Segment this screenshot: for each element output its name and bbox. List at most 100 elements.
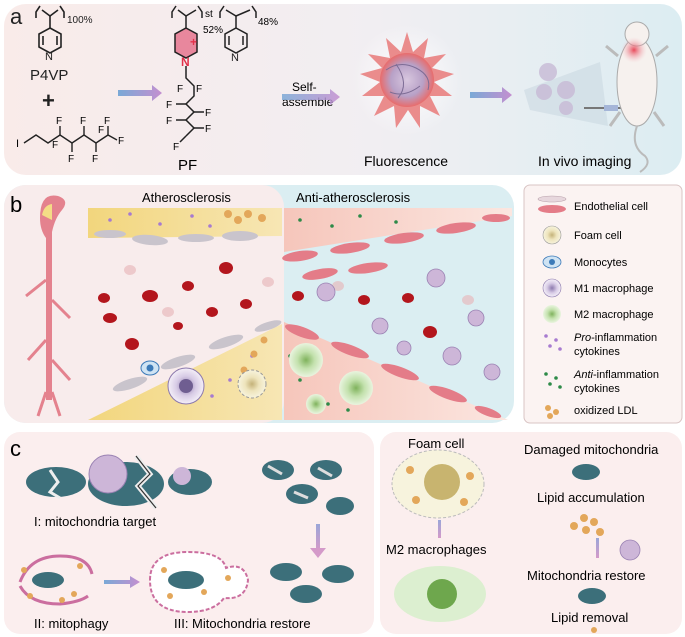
- plus-sign: +: [42, 88, 55, 113]
- fluorine-label: F: [68, 154, 74, 165]
- damaged-mito-label: Damaged mitochondria: [524, 442, 659, 457]
- healthy-mito-icon: [578, 588, 606, 604]
- endothelial-layer-top: [94, 214, 510, 280]
- fluorine-label: F: [104, 116, 110, 127]
- fluorescence-label: Fluorescence: [364, 153, 448, 169]
- lipid-droplets-icon: [570, 514, 604, 536]
- legend-background: [523, 184, 683, 424]
- panel-b-label: b: [10, 192, 22, 217]
- atherosclerosis-plaque-top: [88, 208, 282, 238]
- pf-52-label: 52%: [203, 25, 223, 36]
- p4vp-nitrogen: N: [45, 51, 53, 63]
- pf-48-label: 48%: [258, 17, 278, 28]
- p4vp-structure: [35, 5, 65, 54]
- panel-b: b Atherosclerosis Anti-atherosclerosis: [4, 185, 514, 423]
- endothelial-cell-icon: [537, 195, 567, 213]
- legend-anti-line2: cytokines: [574, 383, 620, 395]
- self-assemble-arrow: [282, 89, 340, 105]
- fluorine-label: F: [118, 136, 124, 147]
- panel-c-right: Foam cell M2 macrophages Damaged mitocho…: [380, 432, 682, 634]
- mito-restore-label: Mitochondria restore: [527, 568, 646, 583]
- monocyte-icon: [542, 255, 562, 269]
- legend-anti-line1: Anti-inflammation: [573, 369, 659, 381]
- pyridinium-nitrogen: N: [181, 55, 190, 69]
- m2-macrophage-icon: [543, 305, 561, 323]
- nanoparticle-small-icon: [619, 539, 641, 561]
- anti-atherosclerosis-label: Anti-atherosclerosis: [296, 190, 411, 205]
- fluorine-label: F: [166, 116, 172, 127]
- fluorescent-nanoparticle-icon: [351, 24, 463, 136]
- lipid-accumulation-label: Lipid accumulation: [537, 490, 645, 505]
- fluorine-label: F: [80, 116, 86, 127]
- red-blood-cells: [98, 262, 437, 350]
- pyridinium-ring: [174, 27, 198, 59]
- imaging-arrow: [470, 87, 512, 103]
- fluorine-label: F: [196, 84, 202, 95]
- m2-macrophages: [289, 343, 373, 414]
- atherosclerosis-label: Atherosclerosis: [142, 190, 231, 205]
- step2-label: II: mitophagy: [34, 616, 109, 631]
- fluorine-label: F: [205, 124, 211, 135]
- fluorine-label: F: [166, 100, 172, 111]
- step1-label: I: mitochondria target: [34, 514, 157, 529]
- legend-m2: M2 macrophage: [574, 309, 654, 321]
- foam-cell-large-icon: [391, 449, 485, 519]
- fluorine-label: F: [205, 108, 211, 119]
- aorta-icon: [25, 195, 72, 417]
- p4vp-name: P4VP: [30, 67, 68, 84]
- legend-endothelial: Endothelial cell: [574, 201, 648, 213]
- in-vivo-label: In vivo imaging: [538, 153, 631, 169]
- legend-pro-line2: cytokines: [574, 346, 620, 358]
- m1-macrophage-icon: [542, 278, 562, 298]
- pf-st-label: st: [205, 9, 213, 20]
- m2-macrophages-title: M2 macrophages: [386, 542, 487, 557]
- m1-macrophage: [167, 367, 205, 405]
- reaction-arrow-1: [118, 85, 162, 101]
- fluorine-label: F: [92, 154, 98, 165]
- fluorine-label: F: [56, 116, 62, 127]
- foam-cell-title: Foam cell: [408, 436, 464, 451]
- fluorine-label: F: [98, 125, 104, 136]
- p4vp-subscript: 100%: [67, 15, 93, 26]
- self-assemble-line1: Self-: [292, 80, 317, 94]
- panel-a: a N 100% P4VP + I F F F F F F F F: [4, 4, 682, 175]
- pf-name: PF: [178, 157, 197, 174]
- panel-a-background: [4, 4, 682, 175]
- endothelial-layer-bottom: [112, 320, 502, 419]
- mouse-icon: [605, 21, 669, 173]
- imaging-beam-icon: [524, 62, 624, 126]
- iodine-atom: I: [16, 138, 19, 150]
- pro-inflammation-cytokines-icon: [544, 334, 562, 351]
- nanoparticles-panel-b: [316, 268, 501, 381]
- legend-pro-line1: Pro-inflammation: [574, 332, 657, 344]
- pyridine-nitrogen: N: [231, 52, 239, 64]
- legend-monocytes: Monocytes: [574, 257, 628, 269]
- legend: Endothelial cell Foam cell Monocytes M1 …: [523, 184, 683, 424]
- panel-c-left: c I: mitochondria target II: mitophagy: [4, 432, 374, 634]
- legend-oxldl: oxidized LDL: [574, 405, 638, 417]
- fluorine-label: F: [173, 142, 179, 153]
- legend-m1: M1 macrophage: [574, 283, 654, 295]
- oxidized-ldl-icon: [545, 405, 559, 419]
- legend-foam: Foam cell: [574, 230, 622, 242]
- iodide-chain-structure: [23, 126, 118, 152]
- m2-macrophage-large-icon: [394, 566, 486, 622]
- lipid-removal-icon: [591, 627, 597, 633]
- foam-cell-left: [237, 369, 267, 399]
- mitophagy-icons: [18, 550, 250, 614]
- mitochondria-restore-icons: [262, 460, 354, 603]
- lipid-removal-label: Lipid removal: [551, 610, 628, 625]
- pf-structure: [171, 5, 257, 143]
- anti-inflammation-cytokines-icon: [544, 372, 562, 389]
- panel-c-label: c: [10, 436, 21, 461]
- step3-label: III: Mitochondria restore: [174, 616, 311, 631]
- fluorine-label: F: [177, 84, 183, 95]
- fluorine-label: F: [52, 140, 58, 151]
- damaged-mito-icon: [572, 464, 600, 480]
- oxidized-ldl-particles: [224, 210, 268, 374]
- monocyte: [140, 360, 160, 376]
- mitochondria-target-icons: [26, 454, 212, 510]
- pyridinium-plus: +: [190, 35, 197, 49]
- faint-blood-cells: [124, 265, 474, 317]
